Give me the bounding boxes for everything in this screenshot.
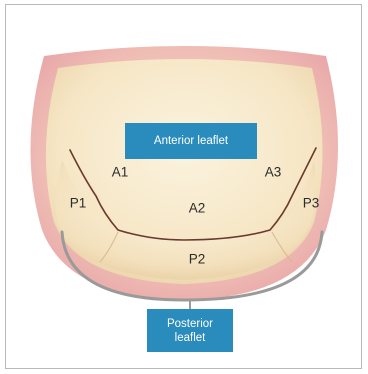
segment-a1-label: A1 [112,165,129,180]
anterior-leaflet-label: Anterior leaflet [125,123,257,159]
segment-p1-label: P1 [70,196,87,211]
segment-p2-label: P2 [189,252,206,267]
anterior-leaflet-text: Anterior leaflet [154,134,228,148]
posterior-leaflet-text-line1: Posterior [167,317,213,331]
posterior-leaflet-label: Posterior leaflet [147,309,233,352]
segment-p3-label: P3 [303,196,320,211]
posterior-leaflet-text-line2: leaflet [175,331,206,345]
segment-a3-label: A3 [265,165,282,180]
segment-a2-label: A2 [189,201,206,216]
